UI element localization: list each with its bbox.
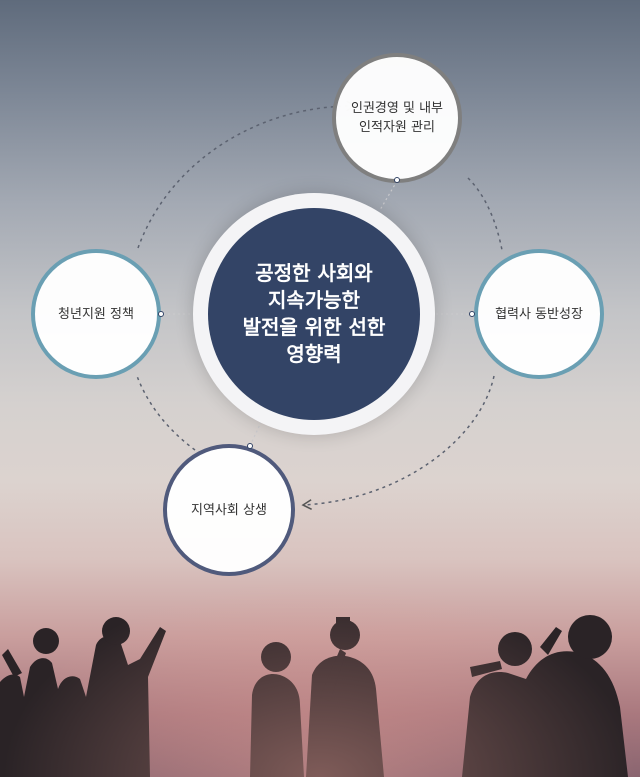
orbit-arc-left-top: [137, 100, 357, 249]
node-top-dot: [394, 177, 400, 183]
people-silhouettes: [0, 615, 628, 777]
node-right-dot: [469, 311, 475, 317]
node-label: 협력사 동반성장: [495, 306, 583, 322]
connector-bottom: [249, 419, 263, 447]
node-left-dot: [158, 311, 164, 317]
node-label: 청년지원 정책: [58, 306, 134, 322]
orbit-arc-top-right: [467, 177, 503, 251]
center-line: 공정한 사회와: [255, 261, 373, 285]
connector-top: [379, 180, 398, 211]
node-community: 지역사회 상생: [163, 444, 295, 576]
node-label: 인권경영 및 내부: [351, 101, 443, 116]
node-label: 지역사회 상생: [191, 502, 267, 518]
node-youth-support: 청년지원 정책: [31, 249, 161, 379]
center-line: 발전을 위한 선한: [242, 315, 386, 339]
node-partner-growth: 협력사 동반성장: [474, 249, 604, 379]
node-label: 인적자원 관리: [359, 120, 435, 135]
center-line: 지속가능한: [267, 288, 360, 312]
orbit-arc-bottom-left: [136, 375, 196, 451]
node-bottom-dot: [247, 443, 253, 449]
center-core-value: 공정한 사회와 지속가능한 발전을 위한 선한 영향력: [208, 208, 420, 420]
center-line: 영향력: [286, 342, 342, 366]
node-human-rights: 인권경영 및 내부 인적자원 관리: [332, 53, 462, 183]
